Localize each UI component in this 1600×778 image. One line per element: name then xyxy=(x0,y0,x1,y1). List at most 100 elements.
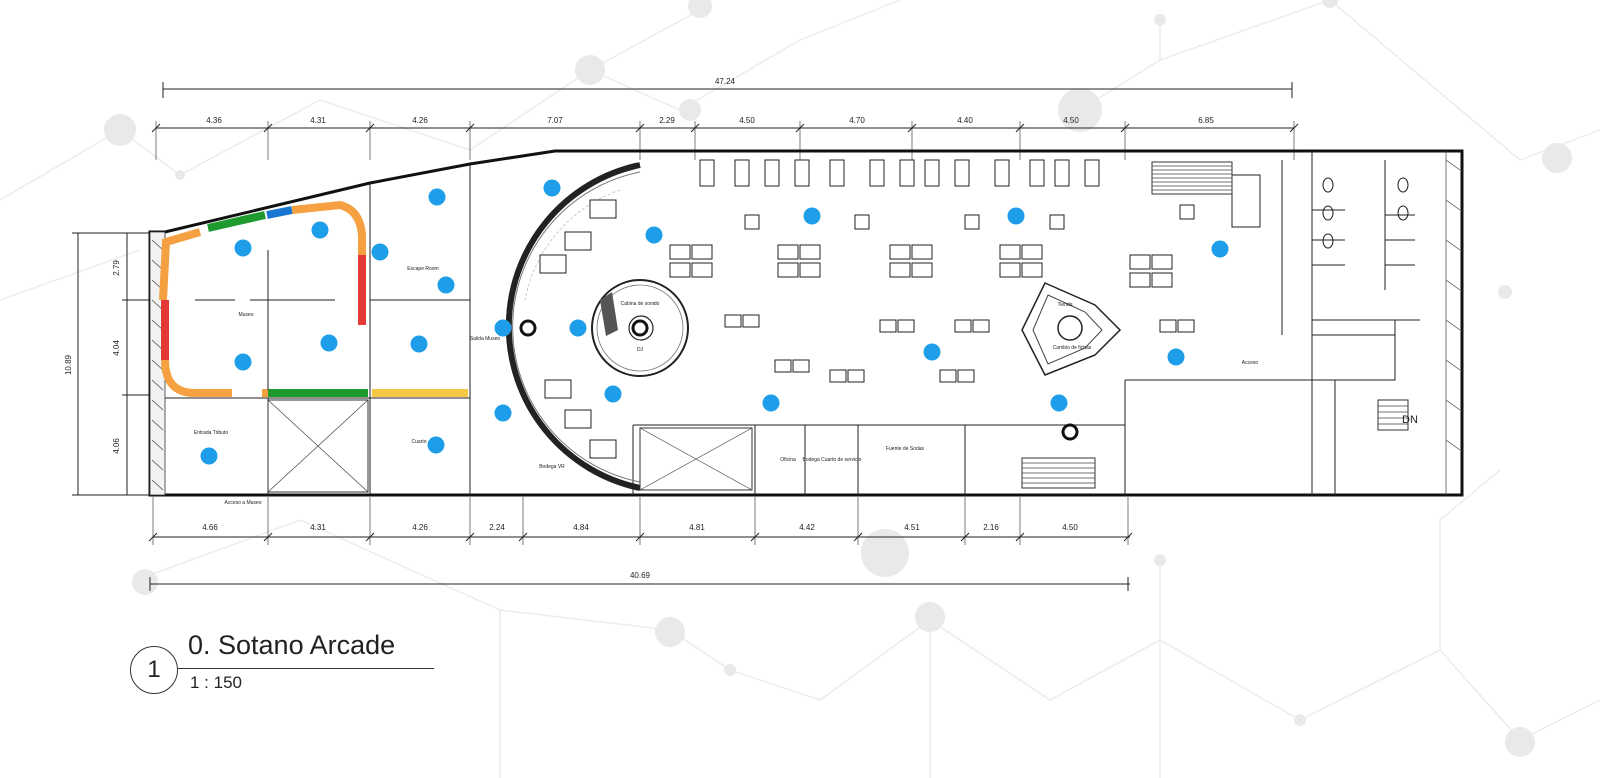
game-station xyxy=(879,319,897,333)
column xyxy=(519,319,537,337)
game-station xyxy=(691,244,713,260)
dim-top-tick-slash xyxy=(795,123,805,133)
ticket-counter xyxy=(1231,174,1261,228)
game-station xyxy=(1159,319,1177,333)
inner-walls xyxy=(165,151,1420,495)
location-marker xyxy=(1007,207,1025,225)
location-marker xyxy=(645,226,663,244)
dim-bottom-1: 4.66 xyxy=(202,523,218,532)
game-station xyxy=(847,369,865,383)
game-station xyxy=(792,359,810,373)
label-oficina: Oficina xyxy=(780,457,796,463)
dim-bottom-4: 2.24 xyxy=(489,523,505,532)
plan-title: 0. Sotano Arcade xyxy=(188,630,396,660)
dim-bottom-tick-slash xyxy=(148,532,158,542)
label-escape-room: Escape Room xyxy=(407,266,438,272)
dim-top-7: 4.70 xyxy=(849,116,865,125)
dim-bottom-2: 4.31 xyxy=(310,523,326,532)
label-bodega-servicio: Bodega Cuarto de servicio xyxy=(803,457,862,463)
game-station xyxy=(742,314,760,328)
plan-scale: 1 : 150 xyxy=(190,673,242,692)
dim-top-tick-slash xyxy=(151,123,161,133)
game-station xyxy=(889,262,911,278)
dim-top-4: 7.07 xyxy=(547,116,563,125)
arcade-machine xyxy=(794,159,810,187)
game-station xyxy=(939,369,957,383)
location-marker xyxy=(371,243,389,261)
arcade-machine xyxy=(924,159,940,187)
game-station xyxy=(1021,244,1043,260)
game-station xyxy=(691,262,713,278)
label-museo: Museo xyxy=(238,312,253,318)
arcade-cabinet xyxy=(964,214,980,230)
game-station xyxy=(1129,272,1151,288)
game-station xyxy=(911,262,933,278)
dim-top-9: 4.50 xyxy=(1063,116,1079,125)
dim-bottom-3: 4.26 xyxy=(412,523,428,532)
dim-top-6: 4.50 xyxy=(739,116,755,125)
dim-left-2: 4.04 xyxy=(112,340,121,356)
toilet xyxy=(1397,177,1409,193)
top-dimensions: 47.24 4.36 4.31 4.26 7.07 2.29 4.50 4.70… xyxy=(151,77,1299,160)
location-marker xyxy=(234,239,252,257)
arcade-machine xyxy=(829,159,845,187)
dim-top-5: 2.29 xyxy=(659,116,675,125)
dim-bottom-7: 4.42 xyxy=(799,523,815,532)
dim-top-tick-slash xyxy=(907,123,917,133)
dim-left-1: 2.79 xyxy=(112,260,121,276)
game-station xyxy=(972,319,990,333)
dim-top-tick-slash xyxy=(1289,123,1299,133)
location-marker xyxy=(1211,240,1229,258)
dim-bottom-5: 4.84 xyxy=(573,523,589,532)
dim-left-3: 4.06 xyxy=(112,438,121,454)
location-marker xyxy=(1167,348,1185,366)
location-marker xyxy=(762,394,780,412)
view-number: 1 xyxy=(130,646,178,694)
location-marker xyxy=(923,343,941,361)
location-marker xyxy=(494,319,512,337)
arcade-cabinet xyxy=(1049,214,1065,230)
dim-top-tick-slash xyxy=(465,123,475,133)
location-marker xyxy=(320,334,338,352)
game-station xyxy=(777,244,799,260)
label-cuarto: Cuarto xyxy=(411,439,426,445)
location-marker xyxy=(410,335,428,353)
game-station xyxy=(999,244,1021,260)
room-labels: Museo Escape Room Salida Museo Cabina de… xyxy=(194,266,1418,506)
arcade-machine xyxy=(869,159,885,187)
label-entrada: Entrada Tributo xyxy=(194,430,228,436)
game-station xyxy=(1177,319,1195,333)
dim-top-1: 4.36 xyxy=(206,116,222,125)
dim-bottom-9: 2.16 xyxy=(983,523,999,532)
dim-top-8: 4.40 xyxy=(957,116,973,125)
game-station xyxy=(1151,272,1173,288)
vr-pod xyxy=(564,231,592,251)
label-acceso: Acceso xyxy=(1242,360,1259,366)
dim-top-total: 47.24 xyxy=(715,77,736,86)
dim-bottom-tick-slash xyxy=(1015,532,1025,542)
game-station xyxy=(911,244,933,260)
stairs xyxy=(1021,161,1409,489)
dim-bottom-tick-slash xyxy=(365,532,375,542)
dim-top-tick-slash xyxy=(1015,123,1025,133)
game-station xyxy=(829,369,847,383)
arcade-machine xyxy=(1029,159,1045,187)
game-station xyxy=(954,319,972,333)
dim-top-3: 4.26 xyxy=(412,116,428,125)
dim-bottom-tick-slash xyxy=(1123,532,1133,542)
label-bodega-vr: Bodega VR xyxy=(539,464,565,470)
game-station xyxy=(799,262,821,278)
dim-bottom-total: 40.69 xyxy=(630,571,651,580)
arcade-machine xyxy=(1084,159,1100,187)
label-fuente: Fuente de Sodas xyxy=(886,446,925,452)
location-marker xyxy=(437,276,455,294)
location-marker xyxy=(427,436,445,454)
game-station xyxy=(889,244,911,260)
arcade-furniture xyxy=(519,159,1409,459)
game-station xyxy=(777,262,799,278)
vr-pod xyxy=(589,439,617,459)
bottom-dimensions: 4.66 4.31 4.26 2.24 4.84 4.81 4.42 4.51 … xyxy=(148,497,1133,591)
dim-top-tick-slash xyxy=(263,123,273,133)
arcade-machine xyxy=(1054,159,1070,187)
dim-top-tick-slash xyxy=(635,123,645,133)
